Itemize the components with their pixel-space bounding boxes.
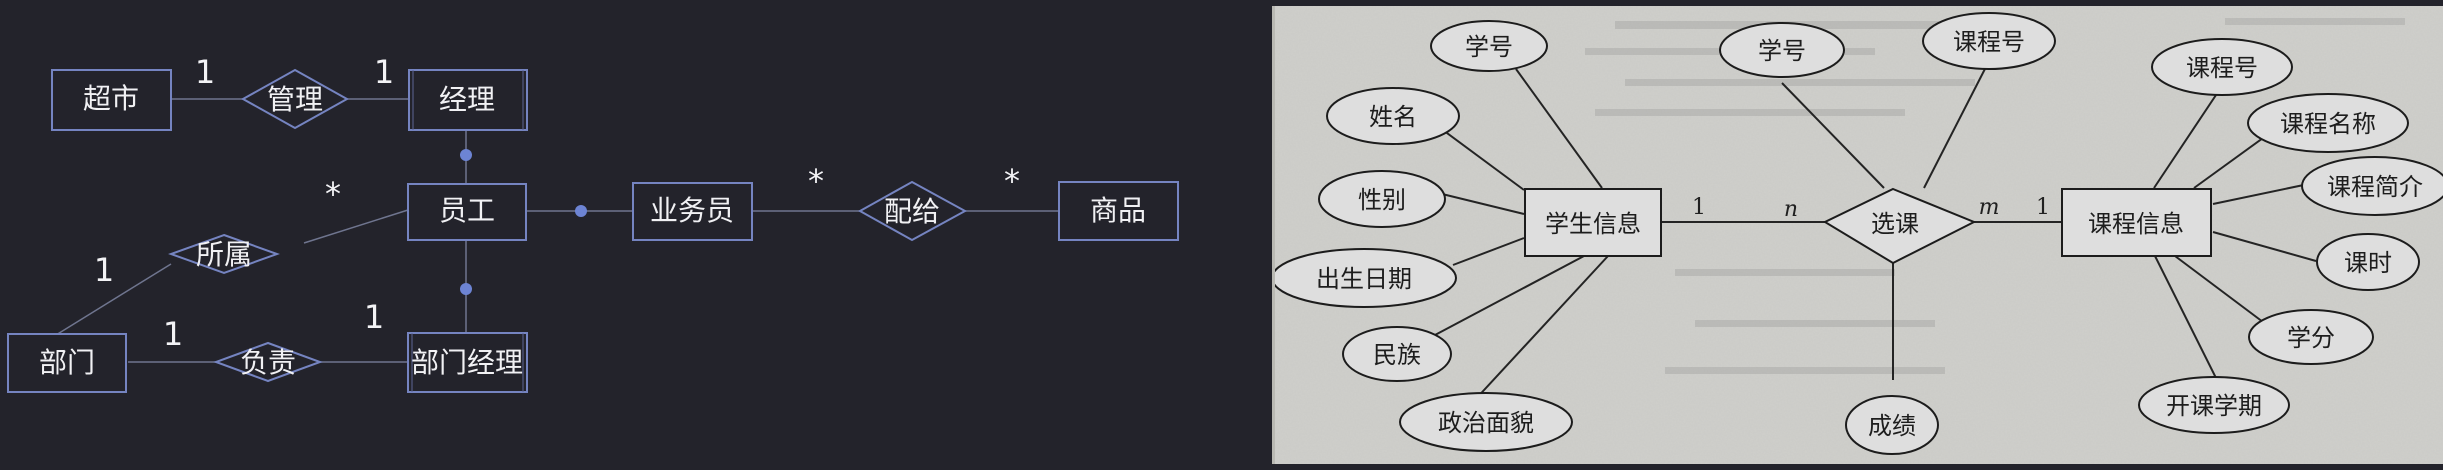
multiplicity-salesperson-distribute: *	[808, 162, 824, 200]
attribute-student-ethnicity	[1342, 326, 1452, 382]
attribute-label-selection-grade: 成绩	[1868, 412, 1916, 440]
multiplicity-department-manager-responsible: 1	[364, 298, 384, 336]
inheritance-dots	[460, 149, 587, 295]
entity-goods: 商品	[1058, 181, 1179, 241]
attribute-label-course-intro: 课程简介	[2327, 173, 2423, 201]
multiplicity-supermarket-manage: 1	[195, 53, 215, 91]
attribute-label-student-id: 学号	[1465, 33, 1513, 61]
attribute-selection-student-id	[1719, 22, 1845, 78]
multiplicity-course-side-one: 1	[2036, 195, 2050, 220]
multiplicity-department-belongs: 1	[94, 251, 114, 289]
relationship-diamond-responsible	[213, 341, 323, 383]
entity-employee: 员工	[407, 183, 527, 241]
multiplicity-department-responsible: 1	[163, 315, 183, 353]
student-attributes: 学号 姓名 性别 出生日期 民族 政治面貌	[1275, 20, 1573, 452]
multiplicity-course-side-m: m	[1979, 195, 2000, 220]
attribute-course-credits	[2248, 309, 2374, 365]
relationship-label-course-selection: 选课	[1871, 210, 1919, 238]
right-multiplicity-labels: 1 n m 1	[1692, 195, 2050, 222]
relationship-diamond-course-selection	[1822, 187, 1977, 265]
relationship-diamond-distribute	[857, 180, 968, 242]
relationship-distribute: 配给	[857, 180, 968, 242]
attribute-label-course-id: 课程号	[2186, 54, 2258, 82]
attribute-label-student-name: 姓名	[1369, 103, 1417, 131]
multiplicity-goods-distribute: *	[1004, 162, 1020, 200]
attribute-label-course-name: 课程名称	[2280, 110, 2376, 138]
entity-label-student-info: 学生信息	[1545, 210, 1641, 238]
attribute-student-id	[1430, 20, 1548, 72]
entity-label-manager: 经理	[439, 83, 495, 116]
relationship-label-responsible: 负责	[240, 346, 296, 379]
attribute-selection-grade	[1845, 395, 1939, 455]
relationship-diamond-belongs-to	[168, 233, 280, 275]
attribute-label-course-hours: 课时	[2344, 249, 2392, 277]
attribute-label-student-birth-date: 出生日期	[1316, 265, 1412, 293]
relationship-label-manage: 管理	[267, 83, 323, 116]
attribute-student-gender	[1318, 170, 1446, 228]
right-er-diagram: .pl { stroke: #242424; stroke-width: 2; …	[1275, 6, 2443, 464]
attribute-label-course-credits: 学分	[2287, 324, 2335, 352]
attribute-label-student-ethnicity: 民族	[1373, 341, 1421, 369]
entity-course-info: 课程信息	[2061, 188, 2212, 257]
connector-dot-employee-salesperson	[575, 205, 587, 217]
multiplicity-manager-manage: 1	[374, 53, 394, 91]
entity-box-supermarket	[51, 69, 172, 131]
connector-dot-manager-employee	[460, 149, 472, 161]
attribute-course-id	[2151, 38, 2293, 96]
multiplicity-student-side-one: 1	[1692, 195, 1706, 220]
entity-label-course-info: 课程信息	[2088, 210, 2184, 238]
entity-manager: 经理	[408, 69, 528, 131]
entity-student-info: 学生信息	[1524, 188, 1662, 257]
entity-department-manager: 部门经理	[407, 332, 528, 393]
entity-box-department-manager	[407, 332, 528, 393]
entity-box-manager	[408, 69, 528, 131]
relationship-belongs-to: 所属	[168, 233, 280, 275]
attribute-course-intro	[2301, 156, 2443, 216]
entity-label-salesperson: 业务员	[650, 194, 734, 227]
entity-box-department	[7, 333, 127, 393]
attribute-label-student-gender: 性别	[1358, 186, 1406, 214]
attribute-student-birth-date	[1275, 248, 1457, 308]
left-er-diagram: .dl { stroke: #6f758f; stroke-width: 1.5…	[7, 53, 1179, 393]
entity-label-goods: 商品	[1090, 194, 1146, 227]
attribute-label-student-political-status: 政治面貌	[1438, 409, 1534, 437]
attribute-course-name	[2247, 93, 2409, 153]
entity-box-employee	[407, 183, 527, 241]
entity-label-employee: 员工	[439, 194, 495, 227]
entity-box-student-info	[1524, 188, 1662, 257]
left-multiplicity-labels: 1 1 * 1 1 1 * *	[94, 53, 1020, 353]
entity-box-goods	[1058, 181, 1179, 241]
attribute-selection-course-id	[1922, 12, 2056, 70]
attribute-course-hours	[2316, 233, 2420, 291]
entity-box-salesperson	[632, 182, 753, 241]
entity-label-department-manager: 部门经理	[411, 346, 523, 379]
connector-dot-employee-department-manager	[460, 283, 472, 295]
attribute-course-semester	[2138, 376, 2290, 434]
relationship-manage: 管理	[240, 68, 350, 130]
course-attributes: 课程号 课程名称 课程简介 课时 学分 开课学期	[2138, 38, 2443, 434]
attribute-student-name	[1326, 87, 1460, 145]
relationship-label-distribute: 配给	[884, 195, 940, 228]
attribute-label-selection-course-id: 课程号	[1953, 28, 2025, 56]
attribute-label-course-semester: 开课学期	[2166, 392, 2262, 420]
entity-supermarket: 超市	[51, 69, 172, 131]
entity-salesperson: 业务员	[632, 182, 753, 241]
relationship-course-selection: 选课	[1822, 187, 1977, 265]
entity-box-course-info	[2061, 188, 2212, 257]
entity-label-supermarket: 超市	[83, 82, 139, 115]
selection-attributes: 学号 课程号 成绩	[1719, 12, 2056, 455]
entity-label-department: 部门	[39, 346, 95, 379]
relationship-responsible: 负责	[213, 341, 323, 383]
relationship-label-belongs-to: 所属	[196, 238, 252, 271]
attribute-label-selection-student-id: 学号	[1758, 37, 1806, 65]
multiplicity-employee-belongs: *	[325, 175, 341, 213]
multiplicity-student-side-n: n	[1784, 197, 1798, 222]
right-scanned-er-diagram-panel: .pl { stroke: #242424; stroke-width: 2; …	[1272, 6, 2443, 464]
entity-department: 部门	[7, 333, 127, 393]
left-er-diagram-panel: .dl { stroke: #6f758f; stroke-width: 1.5…	[7, 53, 1179, 393]
relationship-diamond-manage	[240, 68, 350, 130]
attribute-student-political-status	[1399, 392, 1573, 452]
